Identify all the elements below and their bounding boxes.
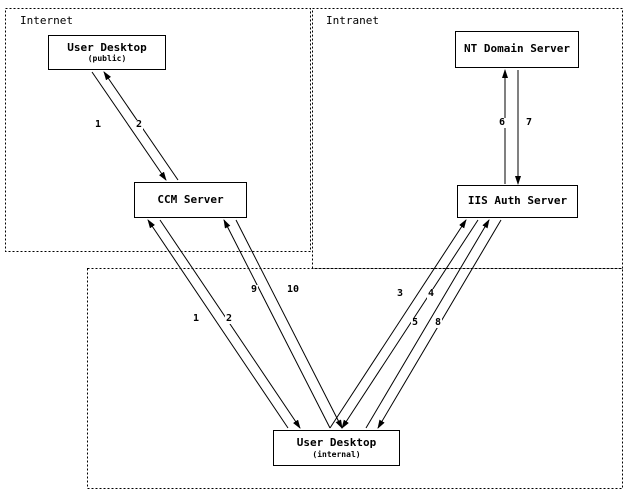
node-title: IIS Auth Server	[467, 194, 568, 208]
node-title: User Desktop	[296, 436, 377, 450]
node-subtitle: (internal)	[312, 449, 361, 459]
zone-internet-border	[5, 8, 311, 252]
zone-internal-border	[87, 268, 623, 489]
edge-1-line	[91, 71, 167, 181]
node-title: User Desktop	[67, 40, 147, 54]
edge-9-line	[223, 219, 331, 429]
edge-label-2: 2	[135, 119, 144, 130]
node-ccm-server[interactable]: CCM Server	[134, 182, 247, 218]
node-title: NT Domain Server	[464, 42, 570, 56]
edge-label-6: 6	[498, 117, 507, 128]
edge-label-1: 1	[94, 119, 103, 130]
edge-label-10: 10	[286, 284, 301, 295]
edge-label-7: 7	[525, 117, 534, 128]
edge-4-line	[341, 219, 479, 429]
edge-label-4: 4	[427, 288, 436, 299]
edge-5-line	[365, 219, 490, 429]
zone-label-internet: Internet	[20, 14, 73, 27]
node-iis-auth-server[interactable]: IIS Auth Server	[457, 185, 578, 218]
edge-label-5: 5	[411, 317, 420, 328]
zone-label-intranet: Intranet	[326, 14, 379, 27]
node-user-desktop-public[interactable]: User Desktop (public)	[48, 35, 166, 70]
edge-label-2b: 2	[225, 313, 234, 324]
edge-label-1b: 1	[192, 313, 201, 324]
edge-label-3: 3	[396, 288, 405, 299]
node-user-desktop-internal[interactable]: User Desktop (internal)	[273, 430, 400, 466]
edge-2b-line	[159, 219, 301, 429]
node-title: CCM Server	[157, 192, 224, 206]
node-subtitle: (public)	[87, 54, 127, 64]
edge-1b-line	[147, 219, 289, 429]
edge-3-line	[329, 219, 467, 429]
node-nt-domain-server[interactable]: NT Domain Server	[455, 31, 579, 68]
edge-10-line	[235, 219, 343, 429]
edge-label-8: 8	[434, 317, 443, 328]
edge-label-9: 9	[250, 284, 259, 295]
